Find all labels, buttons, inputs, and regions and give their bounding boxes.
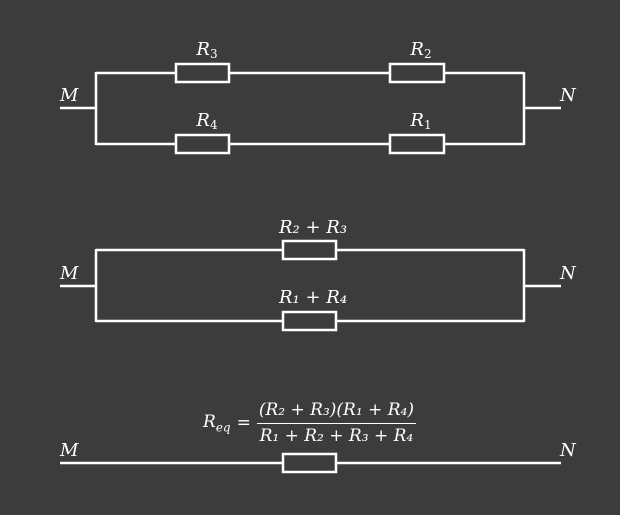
resistor-symbol: R	[196, 110, 210, 131]
formula-equals: =	[236, 413, 251, 433]
equivalent-resistance-formula: Req = (R₂ + R₃)(R₁ + R₄) R₁ + R₂ + R₃ + …	[203, 400, 416, 446]
resistor-label-r2: R2	[410, 39, 432, 61]
formula-fraction: (R₂ + R₃)(R₁ + R₄) R₁ + R₂ + R₃ + R₄	[256, 400, 416, 446]
resistor-r2-r3	[281, 239, 338, 261]
resistor-symbol: R	[196, 39, 210, 60]
resistor-label-r1-r4: R₁ + R₄	[278, 287, 348, 308]
node-m-label: M	[60, 440, 79, 461]
formula-denominator: R₁ + R₂ + R₃ + R₄	[259, 426, 414, 446]
formula-lhs-symbol: R	[203, 411, 216, 432]
resistor-subscript: 4	[209, 118, 218, 132]
resistor-r2	[388, 62, 446, 84]
resistor-r1	[388, 133, 446, 155]
resistor-symbol: R	[410, 110, 424, 131]
resistor-subscript: 2	[423, 47, 432, 61]
resistor-subscript: 1	[423, 118, 432, 132]
node-n-label: N	[560, 263, 576, 284]
resistor-subscript: 3	[209, 47, 218, 61]
resistor-r1-r4	[281, 310, 338, 332]
formula-lhs-subscript: eq	[215, 420, 231, 435]
formula-numerator: (R₂ + R₃)(R₁ + R₄)	[256, 400, 416, 424]
circuit-2	[60, 239, 561, 332]
resistor-label-r3: R3	[196, 39, 218, 61]
circuit-3	[60, 452, 561, 474]
node-m-label: M	[60, 85, 79, 106]
resistor-r3	[174, 62, 231, 84]
resistor-label-r4: R4	[196, 110, 218, 132]
resistor-symbol: R	[410, 39, 424, 60]
resistor-req	[281, 452, 338, 474]
node-n-label: N	[560, 85, 576, 106]
node-n-label: N	[560, 440, 576, 461]
formula-lhs: Req	[203, 412, 231, 434]
circuit-1	[60, 62, 561, 155]
resistor-label-r2-r3: R₂ + R₃	[278, 217, 348, 238]
resistor-label-r1: R1	[410, 110, 432, 132]
node-m-label: M	[60, 263, 79, 284]
resistor-r4	[174, 133, 231, 155]
